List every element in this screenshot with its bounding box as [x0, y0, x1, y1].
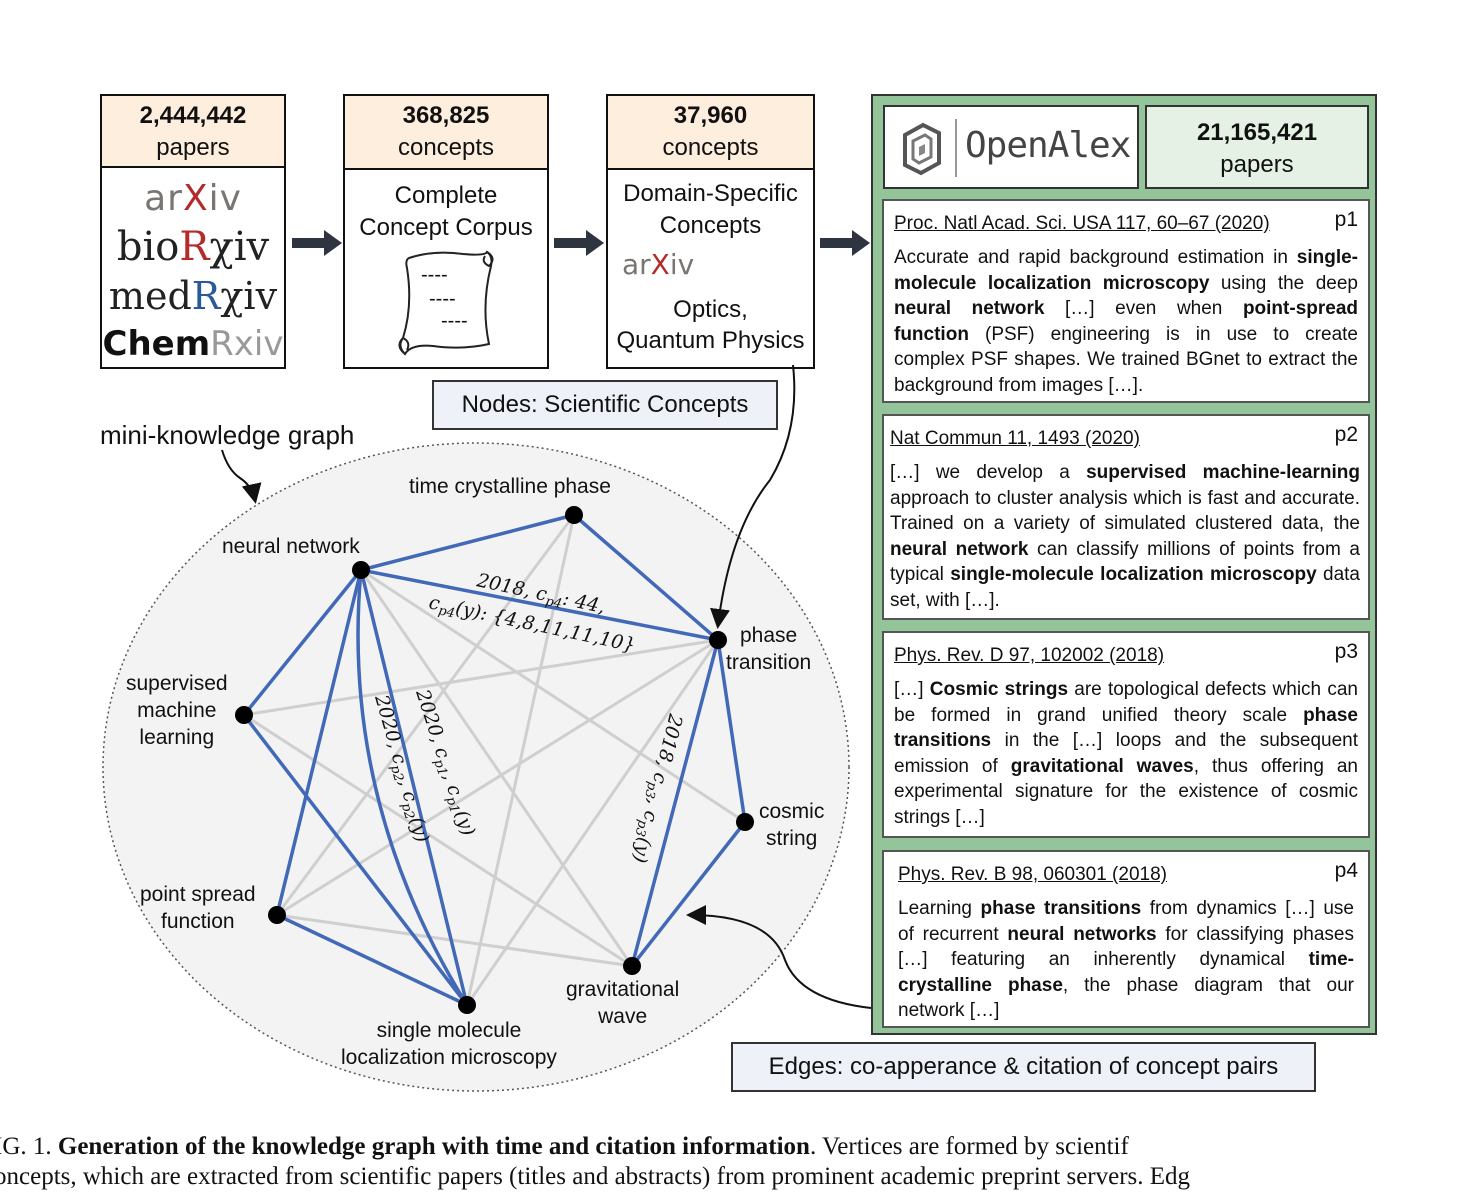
scroll-line-2: ---- [429, 288, 456, 310]
edge-nn-smlm [359, 569, 469, 1006]
paper-abstract: Accurate and rapid background estimation… [894, 247, 1358, 396]
edge-nn-pt [360, 568, 719, 642]
edge-grey [243, 638, 719, 717]
edge-cs-gw [630, 820, 747, 968]
edge-grey [276, 638, 719, 917]
openalex-divider [955, 119, 957, 177]
figure-caption: IG. 1. Generation of the knowledge graph… [0, 1132, 1476, 1192]
edge-pt-gw [630, 639, 720, 967]
arrow-3 [818, 228, 872, 263]
nodes-tag: Nodes: Scientific Concepts [432, 380, 778, 430]
openalex-count: 21,165,421 [1196, 119, 1318, 146]
edge-grey [276, 913, 633, 968]
edges-tag-arrow [686, 905, 872, 1009]
node-neural-network [352, 561, 370, 579]
caption-title: Generation of the knowledge graph with t… [57, 1133, 810, 1160]
paper-id: p4 [1334, 859, 1358, 882]
scroll-line-1: ---- [421, 264, 448, 286]
arxiv-logo: arXiv [144, 178, 242, 219]
edge-grey [243, 713, 633, 968]
edge-psf-smlm [276, 913, 468, 1007]
edge-sml-smlm [242, 713, 469, 1007]
corpus-unit: concepts [397, 134, 495, 161]
domain-fields: Optics,Quantum Physics [616, 296, 805, 354]
graph-title: mini-knowledge graph [100, 420, 355, 450]
node-phase-transition [709, 631, 727, 649]
medrxiv-logo: medRχiv [108, 274, 278, 318]
edge-nn-sml [242, 568, 363, 717]
caption-prefix: IG. 1. [0, 1133, 52, 1160]
openalex-logo-box: OpenAlex [883, 105, 1139, 189]
caption-line1-rest: . Vertices are formed by scientif [809, 1133, 1129, 1160]
paper-abstract: […] Cosmic strings are topological defec… [894, 679, 1358, 828]
label-time-crystalline-phase: time crystalline phase [409, 475, 611, 498]
openalex-logo-icon [903, 122, 941, 176]
graph-title-arrow [221, 449, 262, 504]
node-smlm [458, 996, 476, 1014]
node-supervised-ml [235, 706, 253, 724]
domain-count: 37,960 [673, 102, 748, 129]
paper-id: p2 [1334, 423, 1358, 446]
paper-card-p3: Phys. Rev. D 97, 102002 (2018) p3 […] Co… [882, 631, 1370, 838]
knowledge-graph: 2018, cp4: 44, cp4(y): {4,8,11,11,10} 20… [102, 364, 872, 1092]
caption-line2: oncepts, which are extracted from scient… [0, 1163, 1191, 1190]
label-neural-network: neural network [222, 535, 360, 558]
arrow-1 [290, 228, 344, 263]
papers-box: 2,444,442 papers arXiv bioRχiv medRχiv C… [100, 94, 286, 369]
domain-concepts-header: 37,960 concepts [608, 96, 813, 170]
node-gravitational-wave [623, 957, 641, 975]
scroll-line-3: ---- [441, 310, 468, 332]
edge-nn-smlm-curve [356, 569, 469, 1006]
edge-nn-tc [360, 513, 575, 572]
edge-grey [359, 569, 634, 967]
domain-unit: concepts [662, 134, 759, 161]
paper-abstract: Learning phase transitions from dynamics… [898, 898, 1354, 1021]
concept-corpus-header: 368,825 concepts [345, 96, 547, 170]
biorxiv-logo: bioRχiv [116, 224, 270, 270]
edge-grey [465, 514, 576, 1006]
chemrxiv-logo: ChemRxiv [102, 324, 284, 364]
arrow-2 [552, 228, 606, 263]
paper-id: p3 [1334, 640, 1358, 663]
paper-id: p1 [1334, 208, 1358, 231]
paper-card-p4: Phys. Rev. B 98, 060301 (2018) p4 Learni… [882, 850, 1370, 1028]
domain-arxiv-logo: arXiv [622, 248, 695, 281]
edges-tag: Edges: co-apperance & citation of concep… [731, 1042, 1316, 1092]
paper-card-p2: Nat Commun 11, 1493 (2020) p2 […] we dev… [882, 414, 1370, 620]
node-time-crystalline-phase [565, 506, 583, 524]
openalex-panel: OpenAlex 21,165,421 papers Proc. Natl Ac… [871, 94, 1377, 1035]
paper-ref[interactable]: Proc. Natl Acad. Sci. USA 117, 60–67 (20… [894, 213, 1270, 234]
paper-ref[interactable]: Phys. Rev. B 98, 060301 (2018) [898, 864, 1167, 885]
edge-nn-psf [275, 569, 363, 916]
corpus-count: 368,825 [402, 102, 490, 129]
node-cosmic-string [736, 813, 754, 831]
openalex-unit: papers [1220, 151, 1294, 178]
paper-ref[interactable]: Phys. Rev. D 97, 102002 (2018) [894, 645, 1165, 666]
edge-pt-cs [716, 639, 747, 823]
scroll-icon [398, 250, 494, 356]
papers-box-header: 2,444,442 papers [102, 96, 284, 168]
openalex-count-box: 21,165,421 papers [1145, 105, 1369, 189]
node-point-spread-function [268, 906, 286, 924]
openalex-name: OpenAlex [965, 125, 1131, 166]
paper-ref[interactable]: Nat Commun 11, 1493 (2020) [890, 428, 1140, 449]
edge-grey [275, 514, 576, 916]
paper-card-p1: Proc. Natl Acad. Sci. USA 117, 60–67 (20… [882, 199, 1370, 403]
nodes-tag-arrow [710, 364, 796, 629]
paper-abstract: […] we develop a supervised machine-lear… [890, 462, 1360, 611]
edge-grey [465, 639, 720, 1006]
papers-count: 2,444,442 [139, 102, 247, 129]
edge-tc-pt [572, 513, 720, 642]
papers-unit: papers [156, 134, 230, 161]
